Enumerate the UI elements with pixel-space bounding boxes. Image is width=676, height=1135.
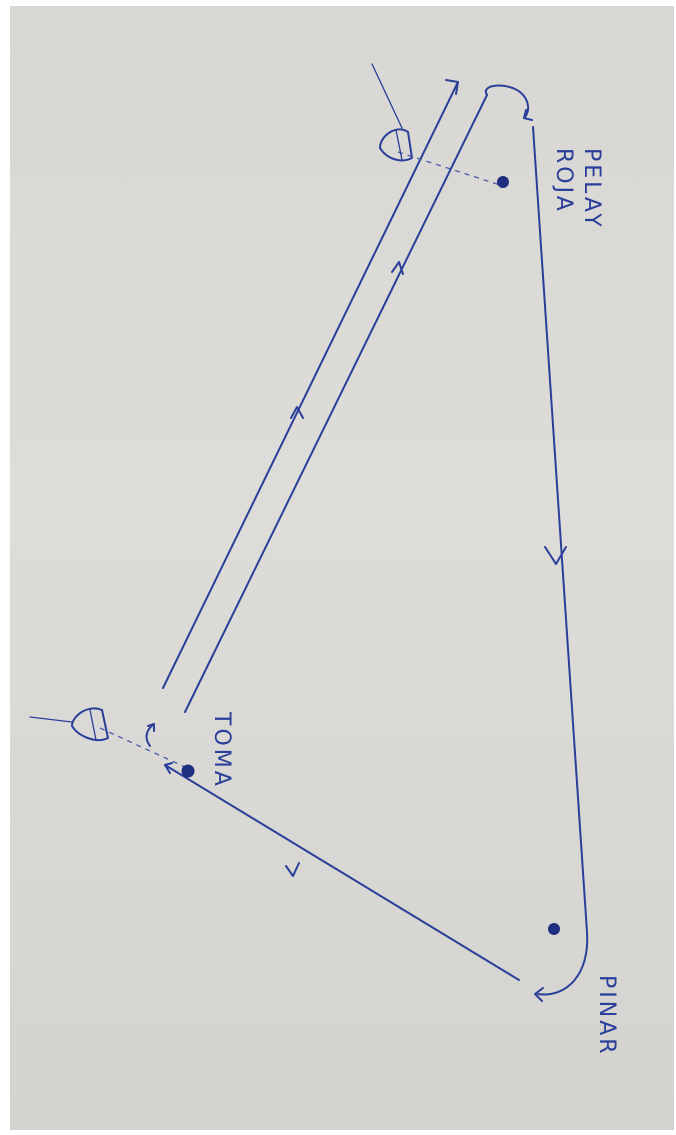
start-line-toma: [99, 727, 186, 768]
label-toma: TOMA: [209, 711, 234, 789]
label-pelay: PELAY: [579, 148, 604, 230]
label-pinar-group: PINAR: [594, 975, 619, 1057]
pin-boat-detail: [395, 129, 403, 161]
committee-boat-icon: [71, 707, 109, 742]
arrowhead-reach: [285, 862, 300, 877]
label-pinar: PINAR: [594, 975, 619, 1057]
upwind-leg-right: [184, 94, 488, 713]
reach-leg: [164, 764, 520, 981]
start-line-roja: [397, 151, 501, 186]
pin-boat-mast: [371, 63, 403, 129]
committee-boat-detail: [89, 709, 97, 741]
rounding-pinar: [537, 931, 589, 996]
rounding-roja: [484, 84, 530, 119]
label-roja: ROJA: [551, 148, 576, 214]
rounding-pinar-arrow: [534, 987, 544, 1002]
upwind-leg-left: [162, 81, 459, 689]
label-roja-pelay: ROJA PELAY: [551, 148, 604, 230]
label-toma-group: TOMA: [209, 711, 234, 789]
buoy-pinar: [548, 923, 560, 935]
buoy-toma: [181, 764, 195, 778]
rounding-roja-arrow: [523, 109, 533, 121]
buoy-roja-pelay: [497, 176, 509, 188]
arrowhead-mid-right: [391, 261, 404, 275]
arrowhead-run: [544, 546, 567, 565]
run-leg: [532, 126, 588, 933]
committee-boat-mast: [29, 716, 73, 723]
arrowhead-leg-top: [445, 79, 459, 95]
rounding-toma-arrow: [147, 723, 155, 732]
rounding-toma: [145, 723, 155, 747]
arrowhead-reach-end: [164, 762, 173, 774]
arrowhead-mid-left: [290, 406, 304, 419]
pin-boat-icon: [379, 128, 413, 162]
